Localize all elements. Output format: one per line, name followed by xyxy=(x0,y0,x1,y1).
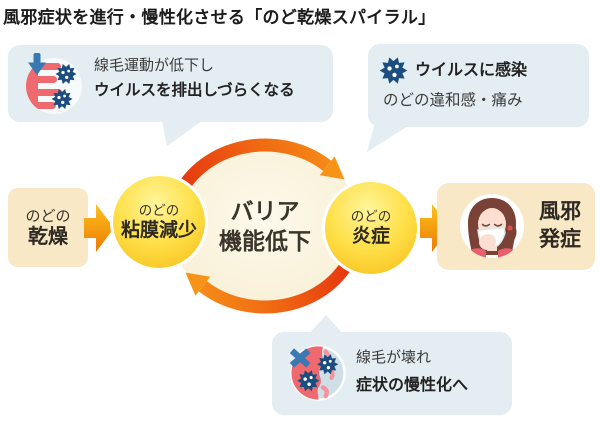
x-mark-icon xyxy=(289,348,311,368)
cold-onset-line1: 風邪 xyxy=(539,200,581,223)
mucosa-node-line2: 粘膜減少 xyxy=(120,219,197,241)
callout-tl-line2: ウイルスを排出しづらくなる xyxy=(94,82,295,99)
right-arrow-icon xyxy=(420,204,450,252)
arrow-down-icon xyxy=(28,53,46,75)
callout-tl-tail xyxy=(162,121,202,146)
cycle-top-arc xyxy=(171,138,332,201)
dryness-box-line2: 乾燥 xyxy=(28,225,68,248)
dryness-box-line1: のどの xyxy=(25,207,71,225)
inflammation-node-line1: のどの xyxy=(350,209,392,225)
cilia-broken-icon xyxy=(289,345,346,401)
dryness-box: のどの 乾燥 xyxy=(8,188,88,267)
callout-tr-row1: ウイルスに感染 xyxy=(379,56,527,85)
page-title: 風邪症状を進行・慢性化させる「のど乾燥スパイラル」 xyxy=(3,8,436,27)
callout-virus-infection: ウイルスに感染 のどの違和感・痛み xyxy=(367,44,589,152)
inflammation-node: のどの 炎症 xyxy=(322,179,420,277)
sneezing-woman-icon xyxy=(460,194,524,258)
cold-onset-label: 風邪 発症 xyxy=(539,198,581,254)
right-arrow-icon xyxy=(84,204,114,252)
callout-tr-line1: ウイルスに感染 xyxy=(415,61,528,79)
cycle-bottom-arrowhead-icon xyxy=(185,272,211,296)
barrier-line1: バリア xyxy=(230,198,300,224)
cycle-inner-fill xyxy=(170,143,360,309)
callout-cilia-decline: 線毛運動が低下し ウイルスを排出しづらくなる xyxy=(8,45,333,146)
callout-b-line1: 線毛が壊れ xyxy=(356,349,432,366)
cold-onset-box: 風邪 発症 xyxy=(437,183,595,270)
inflammation-node-line2: 炎症 xyxy=(351,225,390,247)
callout-tl-line1: 線毛運動が低下し xyxy=(94,57,215,74)
callout-tr-tail xyxy=(367,126,408,152)
callout-b-line2: 症状の慢性化へ xyxy=(356,377,469,394)
callout-chronic-symptoms: 線毛が壊れ 症状の慢性化へ xyxy=(272,315,512,415)
barrier-line2: 機能低下 xyxy=(219,228,311,254)
callout-b-tail xyxy=(308,315,344,335)
cilia-virus-decline-icon xyxy=(26,53,82,114)
barrier-function-label: バリア 機能低下 xyxy=(203,196,327,256)
cycle-top-arrowhead-icon xyxy=(319,156,345,180)
callout-tr-line2: のどの違和感・痛み xyxy=(383,92,523,109)
mucosa-node-line1: のどの xyxy=(138,203,180,219)
cycle-bottom-arc xyxy=(198,253,358,314)
cold-onset-line2: 発症 xyxy=(539,228,581,251)
mucosa-node: のどの 粘膜減少 xyxy=(110,173,208,271)
